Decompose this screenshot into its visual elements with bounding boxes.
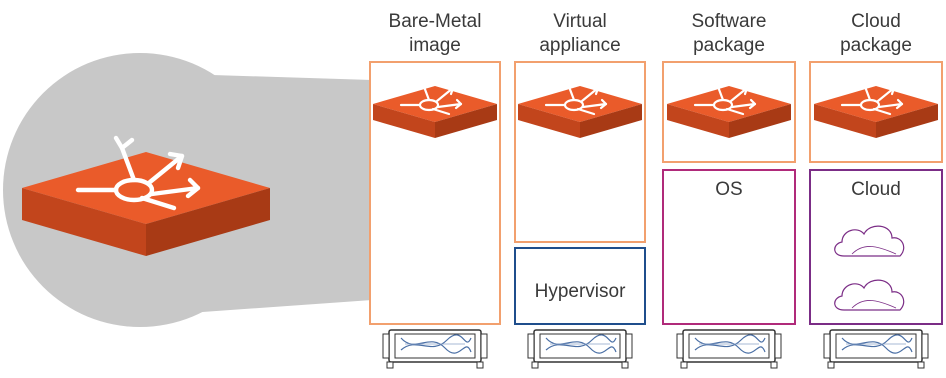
server-rack-icon [382, 329, 488, 369]
title-line: package [693, 35, 765, 56]
server-rack-icon [527, 329, 633, 369]
cloud-label: Cloud [851, 179, 901, 200]
server-rack-icon [676, 329, 782, 369]
column-title-software-package: Software package [664, 10, 794, 58]
column-title-virtual-appliance: Virtual appliance [515, 10, 645, 58]
column-title-cloud-package: Cloud package [811, 10, 941, 58]
title-line: image [409, 35, 461, 56]
title-line: Bare-Metal [388, 11, 482, 32]
os-label: OS [715, 179, 743, 200]
title-line: appliance [539, 35, 621, 56]
os-layer [662, 169, 796, 325]
column-title-bare-metal: Bare-Metal image [370, 10, 500, 58]
title-line: package [840, 35, 912, 56]
server-rack-icon [823, 329, 929, 369]
hypervisor-layer [514, 247, 646, 325]
title-line: Cloud [851, 11, 901, 32]
title-line: Virtual [553, 11, 607, 32]
hypervisor-label: Hypervisor [534, 281, 626, 302]
title-line: Software [691, 11, 767, 32]
